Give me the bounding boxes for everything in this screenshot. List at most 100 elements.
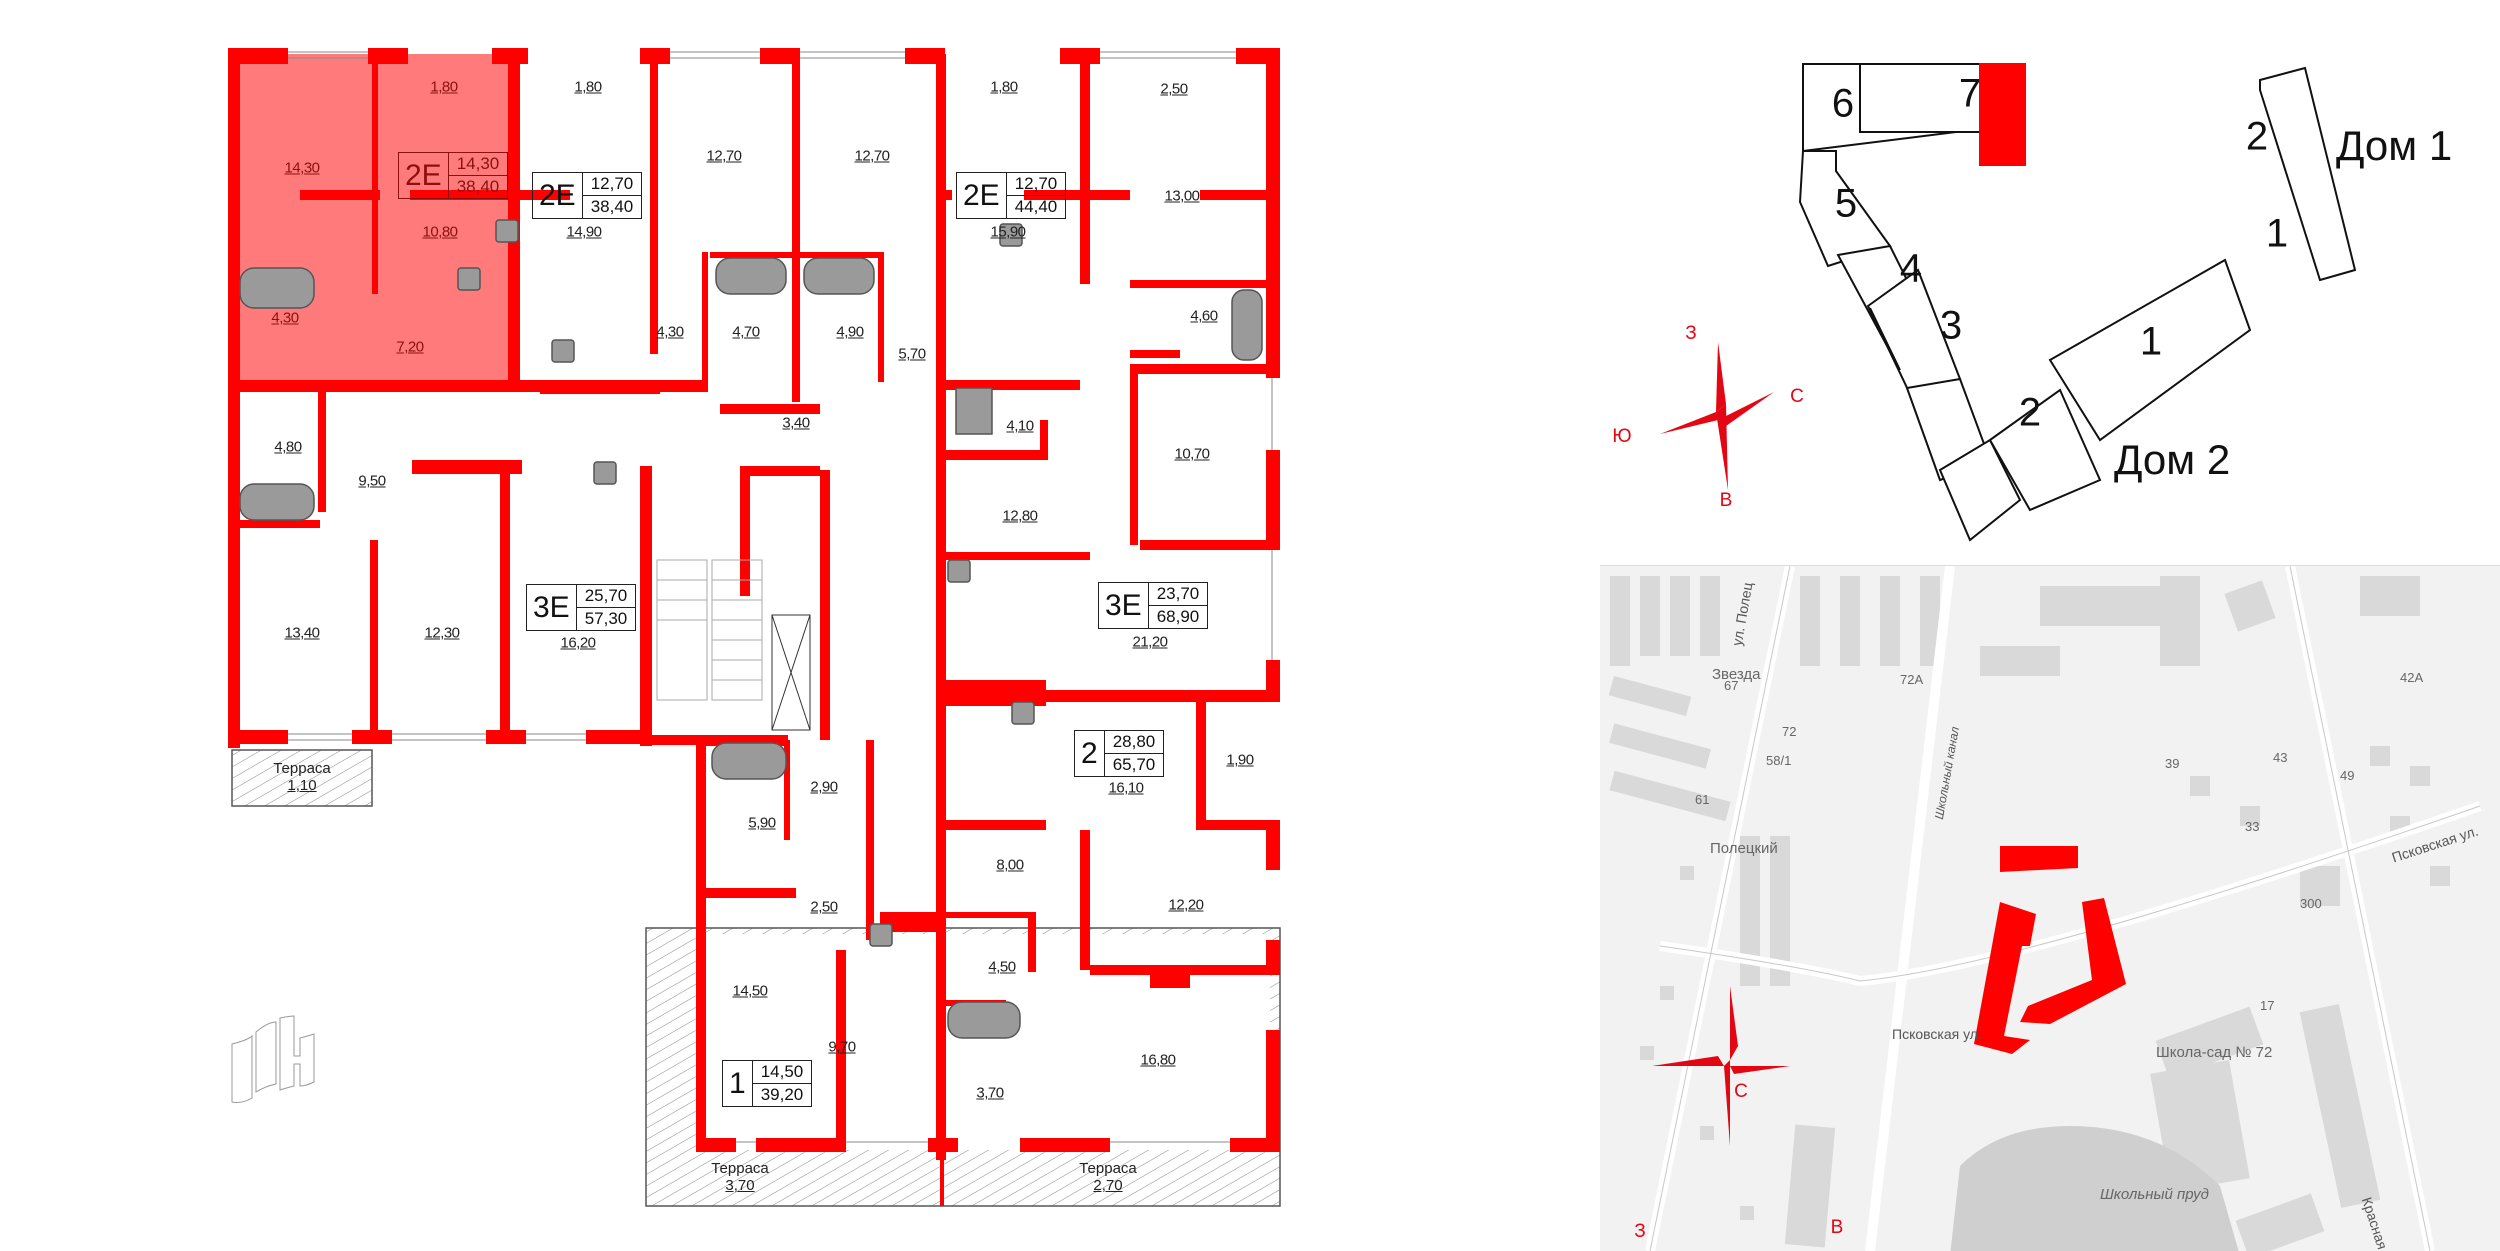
apartment-type: 2E [399,153,449,198]
living-area: 23,70 [1148,583,1208,606]
room-area-label: 12,70 [706,147,742,165]
living-area: 14,50 [752,1061,812,1084]
room-area-label: 2,50 [1160,80,1188,98]
room-area-label: 4,30 [271,309,299,327]
room-area-label: 4,50 [988,958,1016,976]
section-number[interactable]: 4 [1899,246,1923,291]
apartment-type: 2 [1075,731,1105,776]
house-number: 67 [1724,678,1739,693]
total-area: 44,40 [1014,197,1058,216]
apartment-badge[interactable]: 2E 12,70 44,40 [956,172,1067,219]
room-area-label: 13,00 [1164,187,1200,205]
compass-north-label: С [1790,386,1804,407]
house-number: 39 [2165,756,2180,771]
room-area-label: 4,70 [732,323,760,341]
watermark-logo-icon [231,1015,315,1103]
room-area-label: 16,10 [1108,779,1144,797]
house-number: 61 [1695,792,1710,807]
apartment-badge[interactable]: 2 28,80 65,70 [1074,730,1165,777]
section-number[interactable]: 7 [1958,71,1982,116]
total-area: 57,30 [584,609,628,628]
dom2-label: Дом 2 [2114,436,2231,483]
house-number: 42A [2400,670,2424,685]
terrace-label: Терраса 3,70 [711,1160,769,1194]
room-area-label: 4,10 [1006,417,1034,435]
total-area: 68,90 [1156,607,1200,626]
room-area-label: 2,90 [810,778,838,796]
apartment-type: 3E [1099,583,1149,628]
apartment-type: 2E [957,173,1007,218]
section-number[interactable]: 5 [1834,181,1858,226]
room-area-label: 2,50 [810,898,838,916]
compass-east-label: В [1719,490,1733,511]
total-area: 39,20 [760,1085,804,1104]
total-area: 38,40 [456,177,500,196]
house-number: 33 [2245,819,2260,834]
section-number[interactable]: 6 [1831,81,1855,126]
room-area-label: 16,80 [1140,1051,1176,1069]
room-area-label: 4,60 [1190,307,1218,325]
total-area: 65,70 [1112,755,1156,774]
room-area-label: 8,00 [996,856,1024,874]
room-area-label: 4,80 [274,438,302,456]
apartment-type: 1 [723,1061,753,1106]
house-number: 43 [2273,750,2288,765]
dom1-label: Дом 1 [2336,122,2453,169]
room-area-label: 10,80 [422,223,458,241]
living-area: 14,30 [448,153,508,176]
apartment-badge[interactable]: 2E 12,70 38,40 [532,172,643,219]
room-area-label: 5,90 [748,814,776,832]
room-area-label: 13,40 [284,624,320,642]
section-number[interactable]: 1 [2139,319,2163,364]
living-area: 12,70 [1006,173,1066,196]
terrace-label: Терраса 1,10 [273,760,331,794]
living-area: 25,70 [576,585,636,608]
room-area-label: 12,70 [854,147,890,165]
compass-west-label: З [1685,323,1697,344]
house-number: 17 [2260,998,2275,1013]
room-area-label: 9,50 [358,472,386,490]
house-number: 49 [2340,768,2355,783]
house-number: 72A [1900,672,1924,687]
room-area-label: 1,80 [430,78,458,96]
apartment-badge-selected[interactable]: 2E 14,30 38,40 [398,152,509,199]
map-compass-west: З [1634,1221,1646,1242]
room-area-label: 5,70 [898,345,926,363]
room-area-label: 12,80 [1002,507,1038,525]
room-area-label: 7,20 [396,338,424,356]
section-number[interactable]: 2 [2018,390,2042,435]
dom1-section-number[interactable]: 1 [2265,211,2289,256]
apartment-badge[interactable]: 3E 23,70 68,90 [1098,582,1209,629]
room-area-label: 21,20 [1132,633,1168,651]
room-area-label: 3,40 [782,414,810,432]
apartment-type: 3E [527,585,577,630]
house-number: 58/1 [1766,753,1792,768]
compass-rose-icon [1660,342,1774,490]
room-area-label: 14,90 [566,223,602,241]
apartment-badge[interactable]: 3E 25,70 57,30 [526,584,637,631]
section-selected[interactable]: 8 [2081,87,2105,132]
location-map[interactable]: ул. Полец Псковская ул. Псковская ул. Кр… [1600,565,2500,1251]
room-area-label: 12,30 [424,624,460,642]
section-number[interactable]: 3 [1939,303,1963,348]
total-area: 38,40 [590,197,634,216]
dom1-section-number[interactable]: 2 [2245,114,2269,159]
room-area-label: 12,20 [1168,896,1204,914]
house-number: 300 [2300,896,2322,911]
terrace-label: Терраса 2,70 [1079,1160,1137,1194]
pond-label: Школьный пруд [2100,1186,2209,1203]
house-number: 72 [1782,724,1797,739]
room-area-label: 1,80 [990,78,1018,96]
poi-label-school: Школа-сад № 72 [2156,1044,2273,1061]
apartment-badge[interactable]: 1 14,50 39,20 [722,1060,813,1107]
room-area-label: 4,90 [836,323,864,341]
map-compass-east: В [1830,1217,1844,1238]
room-area-label: 1,80 [574,78,602,96]
room-area-label: 4,30 [656,323,684,341]
room-area-label: 14,30 [284,159,320,177]
poi-label-zvezda: Звезда [1712,666,1761,683]
room-area-label: 1,90 [1226,751,1254,769]
map-background [1608,566,2482,1251]
poi-label-poletsky: Полецкий [1710,840,1778,857]
